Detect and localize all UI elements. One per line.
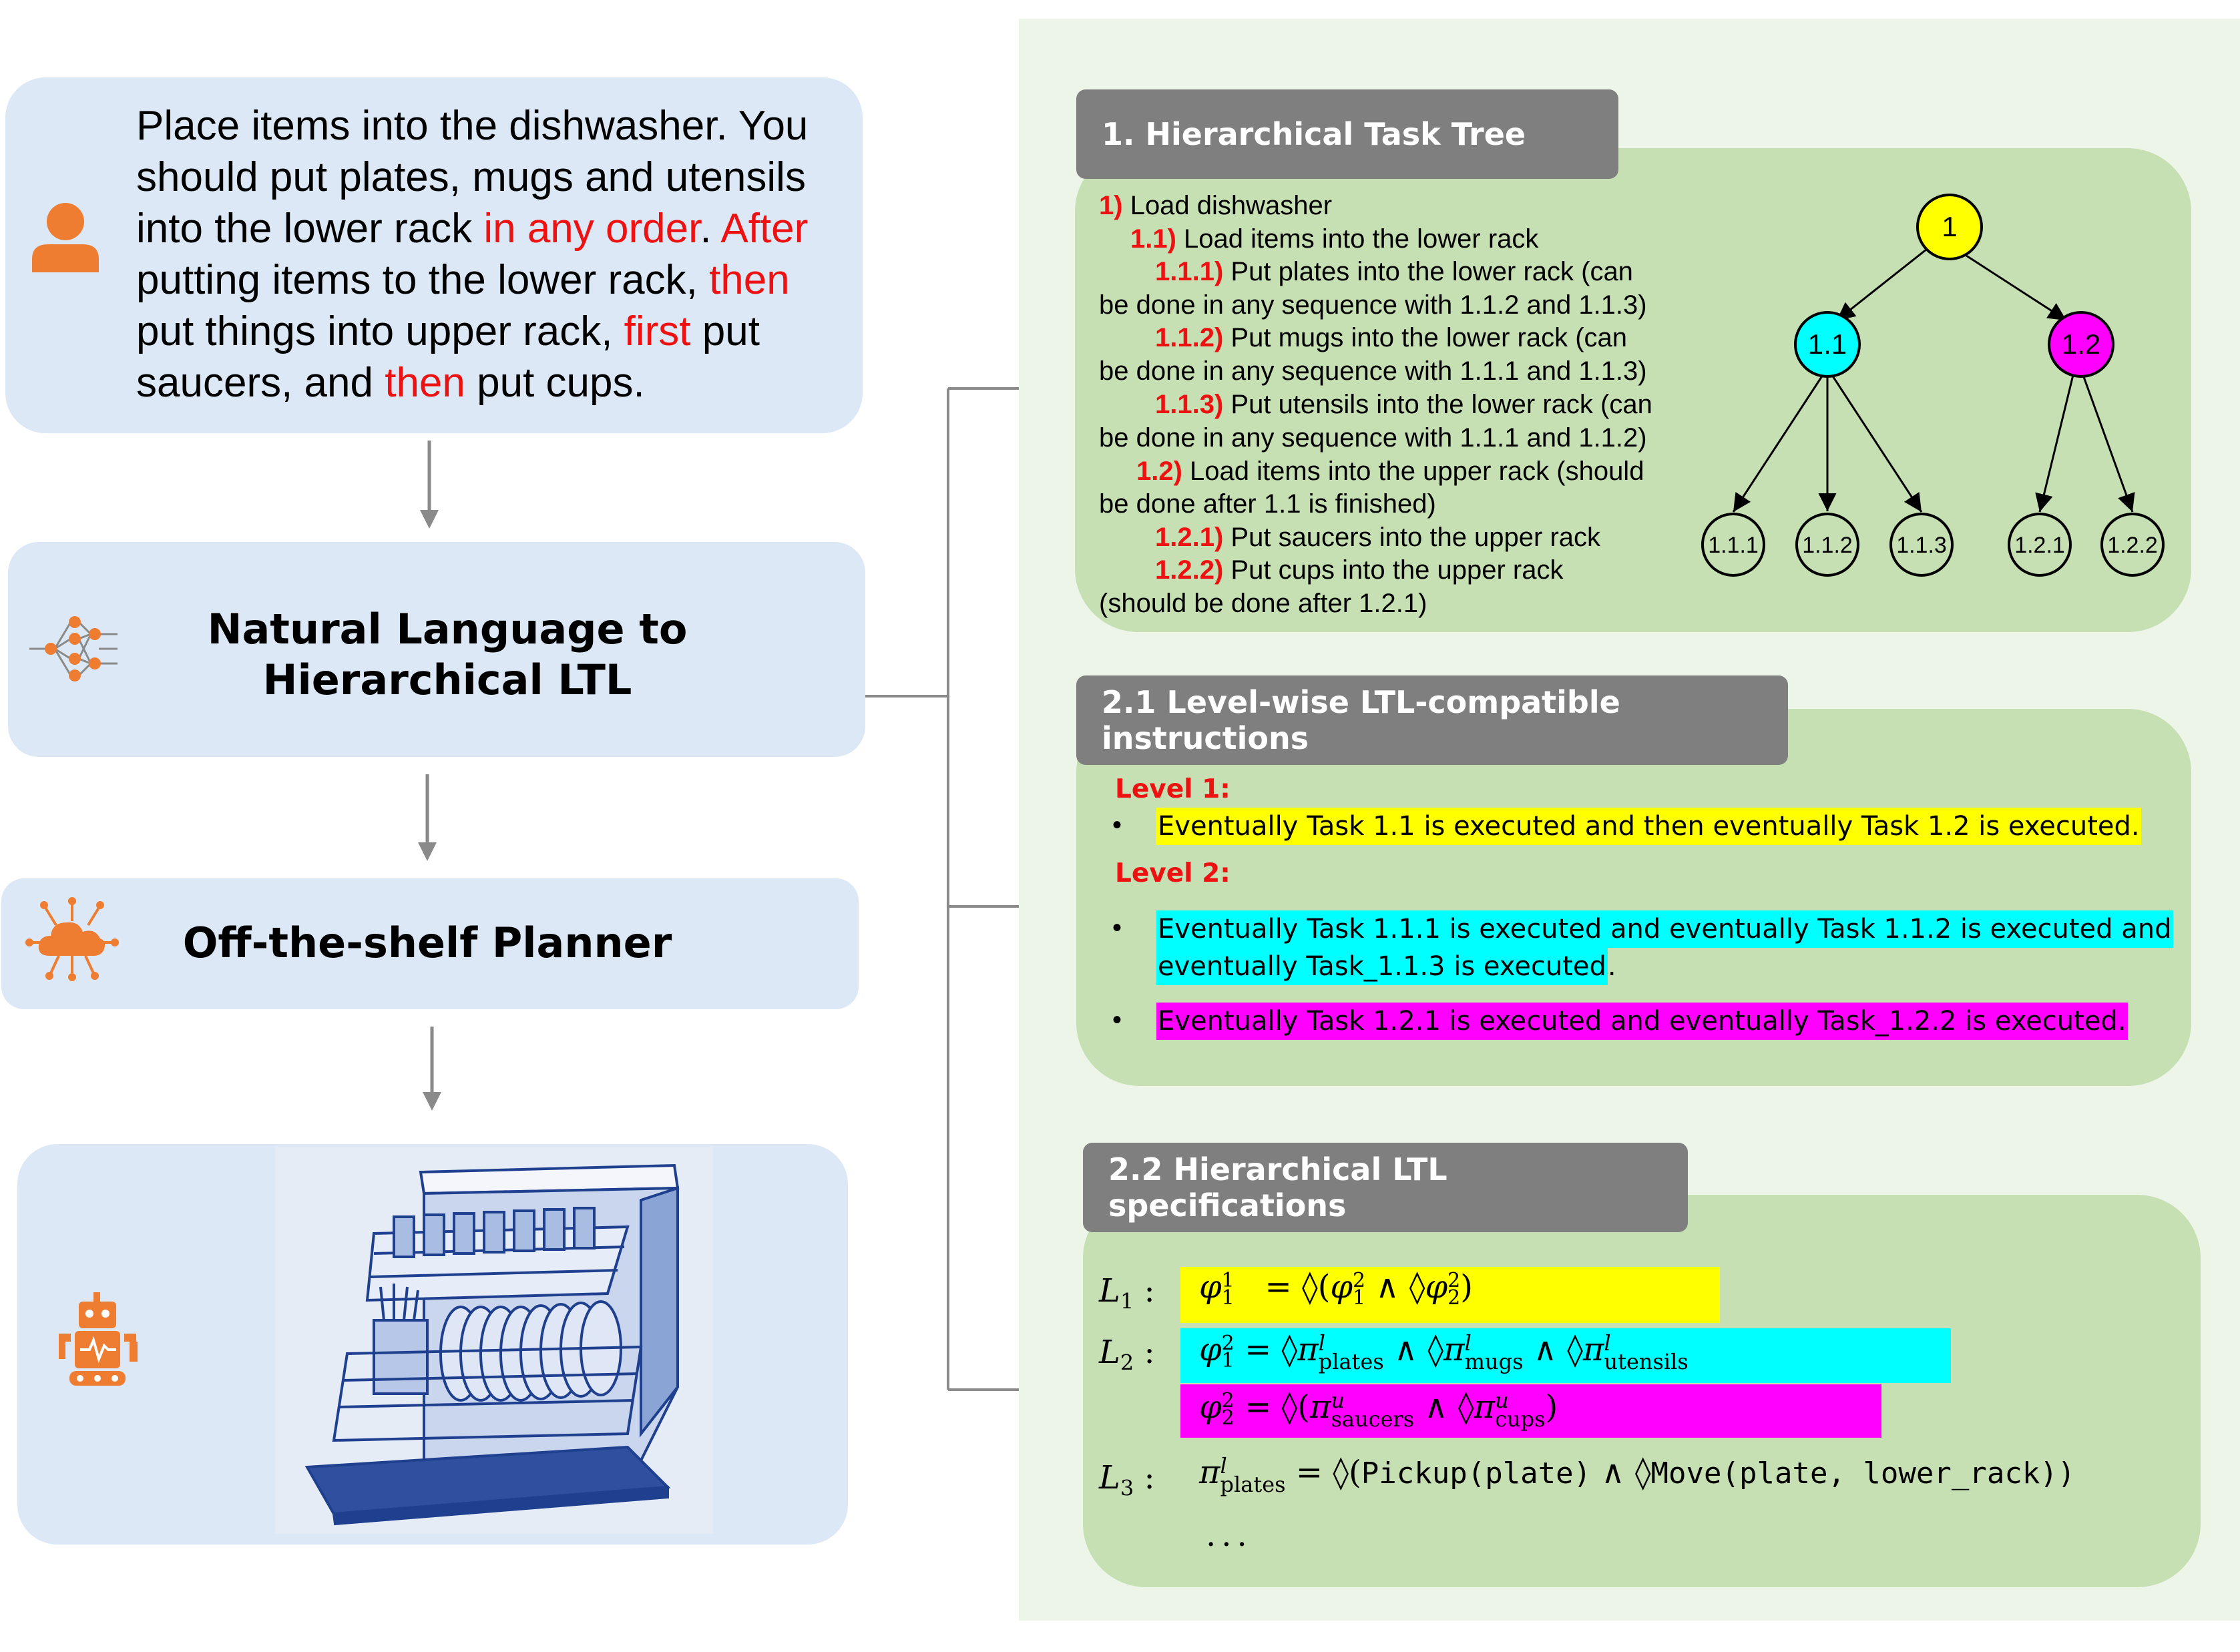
node-1-1-2-label: 1.1.2 <box>1802 533 1853 558</box>
level2-label: Level 2: <box>1115 858 1230 888</box>
node-1-2-label: 1.2 <box>2062 328 2100 360</box>
tree-line: be done in any sequence with 1.1.1 and 1… <box>1099 356 1647 386</box>
edge <box>1732 374 1824 513</box>
edge <box>1831 374 1923 513</box>
prompt-seg: Place items into the dishwasher. You sho… <box>136 103 809 252</box>
node-1-1 <box>1794 311 1861 378</box>
edge <box>1836 246 1930 322</box>
level2-instruction-a1: Eventually Task 1.1.1 is executed and ev… <box>1156 910 2173 948</box>
level2-instruction-a2: eventually Task_1.1.3 is executed <box>1156 948 1608 985</box>
L2-label: L2 : <box>1099 1334 1155 1376</box>
node-1-2-1 <box>2008 513 2072 577</box>
tree-line: 1.2) Load items into the upper rack (sho… <box>1136 457 1644 486</box>
level2-instruction-a2-wrap: eventually Task_1.1.3 is executed. <box>1156 948 1616 985</box>
task-tree-graph: 1 1.1 1.2 1.1.1 1.1.2 1.1.3 1.2.1 1.2.2 <box>1701 194 2165 577</box>
cloud-network-icon <box>25 894 119 981</box>
nl-to-ltl-box <box>8 542 865 757</box>
tree-line: 1.1.1) Put plates into the lower rack (c… <box>1155 257 1633 286</box>
edge <box>2082 374 2135 513</box>
node-1-1-label: 1.1 <box>1808 328 1847 360</box>
tree-line: (should be done after 1.2.1) <box>1099 589 1427 618</box>
tree-line: 1.1.2) Put mugs into the lower rack (can <box>1155 323 1628 352</box>
tree-line: be done after 1.1 is finished) <box>1099 489 1436 519</box>
edge <box>2035 374 2074 513</box>
bullet: • <box>1112 913 1122 942</box>
level2-instruction-b: Eventually Task 1.2.1 is executed and ev… <box>1156 1003 2128 1040</box>
person-icon <box>29 200 101 275</box>
tree-line: 1.1) Load items into the lower rack <box>1130 224 1539 254</box>
tree-line: 1) Load dishwasher <box>1099 191 1333 220</box>
spec-ellipsis: ... <box>1206 1517 1253 1554</box>
bullet: • <box>1112 1005 1122 1035</box>
planner-box <box>1 878 859 1009</box>
prompt-seg: . <box>700 206 721 252</box>
node-1-1-1-label: 1.1.1 <box>1708 533 1759 558</box>
L1-label: L1 : <box>1099 1272 1155 1314</box>
nl-to-ltl-title: Natural Language to Hierarchical LTL <box>167 604 728 706</box>
nl-to-ltl-line2: Hierarchical LTL <box>262 655 632 704</box>
ltl-instructions-header: 2.1 Level-wise LTL-compatible instructio… <box>1076 675 1788 765</box>
level1-instruction: Eventually Task 1.1 is executed and then… <box>1156 808 2141 845</box>
prompt-seg-red: then <box>709 257 790 303</box>
prompt-seg-red: then <box>385 360 465 406</box>
node-1-1-3-label: 1.1.3 <box>1896 533 1947 558</box>
tree-line: be done in any sequence with 1.1.1 and 1… <box>1099 423 1647 453</box>
neural-network-icon <box>24 602 124 696</box>
level1-label: Level 1: <box>1115 774 1230 804</box>
prompt-seg-red: first <box>624 308 691 354</box>
tree-line: 1.2.2) Put cups into the upper rack <box>1155 555 1564 585</box>
task-tree-box <box>1075 148 2191 632</box>
prompt-seg: put cups. <box>465 360 645 406</box>
tree-line: 1.2.1) Put saucers into the upper rack <box>1155 523 1601 552</box>
prompt-seg: put saucers, and <box>136 308 760 406</box>
prompt-seg-red: After <box>720 206 809 252</box>
node-root <box>1916 194 1983 260</box>
tree-line: 1.1.3) Put utensils into the lower rack … <box>1155 390 1652 419</box>
flow-arrows <box>418 441 441 1111</box>
ltl-spec-header: 2.2 Hierarchical LTL specifications <box>1083 1143 1688 1232</box>
bullet: • <box>1112 810 1122 840</box>
instruction-text: Place items into the dishwasher. You sho… <box>136 100 857 408</box>
planner-title: Off-the-shelf Planner <box>182 918 672 967</box>
robot-icon <box>57 1292 144 1392</box>
L2b-highlight <box>1180 1384 1881 1438</box>
prompt-seg: putting items to the lower rack, <box>136 257 710 303</box>
node-1-2-2 <box>2100 513 2165 577</box>
L3-label: L3 : <box>1099 1459 1155 1501</box>
dishwasher-illustration <box>294 1153 694 1527</box>
instruction-box <box>5 77 863 433</box>
node-1-1-2 <box>1795 513 1859 577</box>
node-1-2-2-label: 1.2.2 <box>2107 533 2158 558</box>
nl-to-ltl-line1: Natural Language to <box>207 605 688 653</box>
node-root-label: 1 <box>1942 211 1957 242</box>
tree-line: be done in any sequence with 1.1.2 and 1… <box>1099 290 1647 320</box>
L2a-highlight <box>1180 1328 1951 1383</box>
edge <box>1952 246 2067 322</box>
task-tree-header: 1. Hierarchical Task Tree <box>1076 89 1618 179</box>
node-1-2 <box>2048 311 2114 378</box>
node-1-1-3 <box>1889 513 1954 577</box>
prompt-seg-red: in any order <box>483 206 700 252</box>
bracket-connectors <box>865 387 1083 1391</box>
node-1-1-1 <box>1701 513 1765 577</box>
L1-highlight <box>1180 1267 1720 1323</box>
prompt-seg: put things into upper rack, <box>136 308 624 354</box>
node-1-2-1-label: 1.2.1 <box>2014 533 2065 558</box>
level2-instruction-a2-tail: . <box>1607 951 1616 982</box>
